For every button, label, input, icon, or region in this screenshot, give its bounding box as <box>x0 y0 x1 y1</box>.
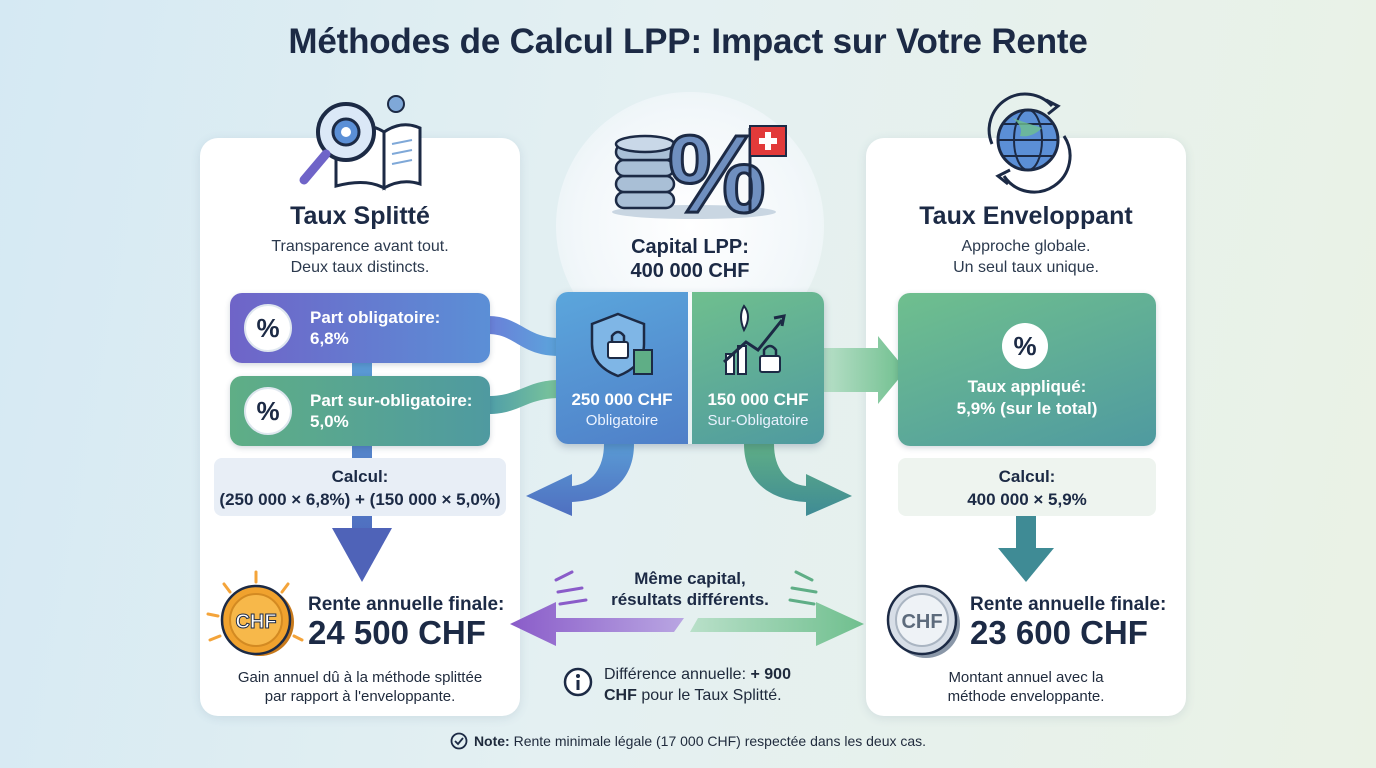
enveloppant-calc-label: Calcul: <box>998 467 1056 486</box>
silver-coin-text: CHF <box>901 611 942 633</box>
enveloppant-title: Taux Enveloppant <box>919 202 1133 230</box>
capital-amount: 400 000 CHF <box>630 260 750 282</box>
obligatoire-rate: 6,8% <box>310 329 349 348</box>
enveloppant-note-line2: méthode enveloppante. <box>947 688 1105 705</box>
comparison-line2: résultats différents. <box>611 590 769 609</box>
footer-note-text: Rente minimale légale (17 000 CHF) respe… <box>513 733 927 749</box>
splitte-calc-label: Calcul: <box>331 467 389 486</box>
ribbon-to-obligatoire <box>488 316 560 356</box>
suroblig-portion-label: Sur-Obligatoire <box>707 412 809 429</box>
splitte-result-amount: 24 500 CHF <box>308 614 486 651</box>
comparison-caption: Même capital, résultats différents. <box>590 568 790 610</box>
enveloppant-subtitle: Approche globale. Un seul taux unique. <box>866 236 1186 278</box>
suroblig-amount: 150 000 CHF <box>707 390 809 409</box>
enveloppant-subtitle-line1: Approche globale. <box>961 238 1091 255</box>
difference-currency: CHF <box>604 687 637 704</box>
right-down-shaft <box>1016 516 1036 550</box>
comparison-line1: Même capital, <box>634 569 746 588</box>
shield-lock-icon <box>590 312 653 378</box>
capital-label: Capital LPP: <box>631 236 749 258</box>
globe-cycle-icon <box>987 92 1072 194</box>
percent-icon: % <box>1002 323 1048 369</box>
difference-suffix: pour le Taux Splitté. <box>641 687 782 704</box>
compare-arrow-left <box>510 602 684 646</box>
percent-icon: % <box>244 304 292 352</box>
percent-icon: % <box>244 387 292 435</box>
splitte-subtitle-line1: Transparence avant tout. <box>271 238 449 255</box>
splitte-subtitle: Transparence avant tout. Deux taux disti… <box>200 236 520 278</box>
check-circle-icon <box>450 732 468 750</box>
footer-note: Note: Rente minimale légale (17 000 CHF)… <box>0 732 1376 750</box>
obligatoire-portion: 250 000 CHF Obligatoire <box>556 292 688 444</box>
difference-text: Différence annuelle: + 900 CHF pour le T… <box>604 664 834 706</box>
enveloppant-rate-value: 5,9% (sur le total) <box>956 399 1098 418</box>
splitte-note-line2: par rapport à l'enveloppante. <box>264 688 456 705</box>
info-icon <box>563 667 593 697</box>
silver-coin-icon: CHF <box>886 584 960 658</box>
suroblig-rate-box: % Part sur-obligatoire: 5,0% <box>230 376 490 446</box>
obligatoire-label: Part obligatoire: <box>310 308 441 327</box>
curve-arrow-right <box>744 444 852 516</box>
left-down-arrowhead <box>332 528 392 582</box>
difference-value: + 900 <box>750 666 791 683</box>
footer-note-label: Note: <box>473 733 510 749</box>
obligatoire-rate-box: % Part obligatoire: 6,8% <box>230 293 490 363</box>
sparkles-left <box>554 570 588 606</box>
suroblig-portion: 150 000 CHF Sur-Obligatoire <box>692 292 824 444</box>
splitte-result-label: Rente annuelle finale: <box>308 594 505 615</box>
coins-percent-swiss-flag-icon: % <box>612 112 787 238</box>
enveloppant-calc-formula: 400 000 × 5,9% <box>967 490 1087 509</box>
obligatoire-portion-label: Obligatoire <box>585 412 659 429</box>
enveloppant-note-line1: Montant annuel avec la <box>948 669 1104 686</box>
splitte-calc-box: Calcul: (250 000 × 6,8%) + (150 000 × 5,… <box>214 458 506 516</box>
suroblig-label: Part sur-obligatoire: <box>310 391 473 410</box>
splitte-note: Gain annuel dû à la méthode splittée par… <box>200 668 520 706</box>
gold-coin-icon: CHF <box>206 570 304 656</box>
enveloppant-result-amount: 23 600 CHF <box>970 614 1148 651</box>
splitte-title: Taux Splitté <box>290 202 430 230</box>
enveloppant-rate-box: % Taux appliqué: 5,9% (sur le total) <box>898 293 1156 446</box>
ribbon-to-suroblig <box>488 380 560 414</box>
gold-coin-text: CHF <box>235 611 276 633</box>
arrow-to-enveloppant <box>822 336 906 404</box>
enveloppant-note: Montant annuel avec la méthode enveloppa… <box>866 668 1186 706</box>
splitte-calc-formula: (250 000 × 6,8%) + (150 000 × 5,0%) <box>219 490 501 509</box>
right-down-arrowhead <box>998 548 1054 582</box>
suroblig-rate: 5,0% <box>310 412 349 431</box>
enveloppant-rate-label: Taux appliqué: <box>967 377 1087 396</box>
enveloppant-calc-box: Calcul: 400 000 × 5,9% <box>898 458 1156 516</box>
curve-arrow-left <box>526 444 634 516</box>
splitte-note-line1: Gain annuel dû à la méthode splittée <box>237 669 483 686</box>
difference-prefix: Différence annuelle: <box>604 666 747 683</box>
magnifier-gear-book-icon <box>299 95 422 191</box>
obligatoire-amount: 250 000 CHF <box>571 390 673 409</box>
enveloppant-result-label: Rente annuelle finale: <box>970 594 1167 615</box>
capital-split-card: 250 000 CHF Obligatoire 150 000 CHF Sur-… <box>556 292 824 444</box>
sparkles-right <box>788 570 818 606</box>
growth-lock-icon <box>722 304 786 375</box>
compare-arrow-right <box>690 602 864 646</box>
splitte-subtitle-line2: Deux taux distincts. <box>290 259 430 276</box>
page-title: Méthodes de Calcul LPP: Impact sur Votre… <box>288 22 1088 61</box>
enveloppant-subtitle-line2: Un seul taux unique. <box>953 259 1099 276</box>
